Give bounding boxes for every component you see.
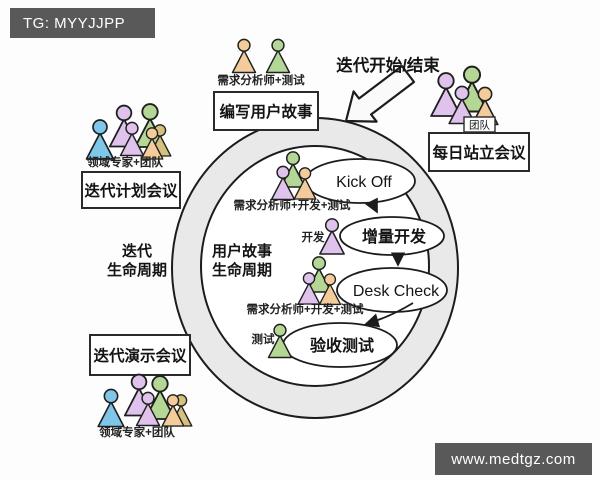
- analyst-test-group: 需求分析师+测试: [217, 38, 305, 87]
- person-orange-icon: [231, 38, 257, 74]
- start-end-label: 迭代开始/结束: [336, 55, 440, 75]
- step-flow-arrows: [364, 197, 414, 328]
- deskcheck-roles-group: 需求分析师+开发+测试: [247, 256, 364, 316]
- dev-role-group: 开发: [302, 218, 345, 255]
- iteration-planning-label: 迭代计划会议: [84, 181, 178, 200]
- test-role-label: 测试: [252, 332, 275, 346]
- desk-check-ellipse: [336, 267, 448, 313]
- person-blue-icon: [97, 388, 125, 428]
- write-user-story-label: 编写用户故事: [219, 102, 313, 121]
- domain-expert-team-group-bottom: 领域专家+团队: [97, 373, 193, 439]
- daily-standup-box: [428, 132, 530, 172]
- iteration-cycle-line1: 迭代: [122, 242, 152, 260]
- domain-expert-team-label-bottom: 领域专家+团队: [98, 425, 175, 439]
- user-story-cycle-line1: 用户故事: [212, 242, 272, 260]
- write-user-story-box: [213, 91, 319, 131]
- user-story-steps: Kick Off 增量开发 Desk Check 验收测试: [282, 158, 448, 368]
- team-label: 团队: [469, 119, 490, 132]
- dev-role-label: 开发: [302, 230, 325, 244]
- incremental-dev-label: 增量开发: [362, 227, 427, 246]
- cycle-titles: 迭代 生命周期 用户故事 生命周期: [107, 242, 272, 279]
- person-green-icon: [265, 38, 291, 74]
- team-label-box: [463, 116, 496, 133]
- kickoff-roles-group: 需求分析师+开发+测试: [234, 151, 351, 212]
- domain-expert-team-label-top: 领域专家+团队: [86, 155, 163, 169]
- watermark-telegram-badge: TG: MYYJJPP: [10, 8, 155, 38]
- start-end-arrow: [344, 64, 416, 123]
- iteration-demo-label: 迭代演示会议: [93, 346, 187, 365]
- kickoff-roles-label: 需求分析师+开发+测试: [234, 198, 351, 212]
- analyst-test-label: 需求分析师+测试: [217, 73, 305, 87]
- test-role-group: 测试: [252, 323, 293, 359]
- kick-off-label: Kick Off: [336, 174, 392, 191]
- acceptance-test-label: 验收测试: [310, 336, 374, 355]
- daily-standup-label: 每日站立会议: [432, 143, 526, 162]
- deskcheck-roles-label: 需求分析师+开发+测试: [247, 302, 364, 316]
- arrow-deskcheck-to-acceptance: [364, 302, 414, 328]
- iteration-cycle-line2: 生命周期: [107, 261, 167, 279]
- watermark-website-badge: www.medtgz.com: [435, 443, 592, 475]
- user-story-cycle-line2: 生命周期: [212, 261, 272, 279]
- domain-expert-team-group-top: 领域专家+团队: [85, 103, 172, 169]
- team-group: 团队: [430, 65, 499, 133]
- activity-boxes: 编写用户故事 每日站立会议 迭代计划会议 迭代演示会议: [81, 91, 530, 376]
- desk-check-label: Desk Check: [353, 283, 440, 300]
- person-blue-icon: [85, 119, 115, 160]
- arrow-kickoff-to-dev: [364, 197, 378, 214]
- iteration-planning-box: [81, 171, 181, 209]
